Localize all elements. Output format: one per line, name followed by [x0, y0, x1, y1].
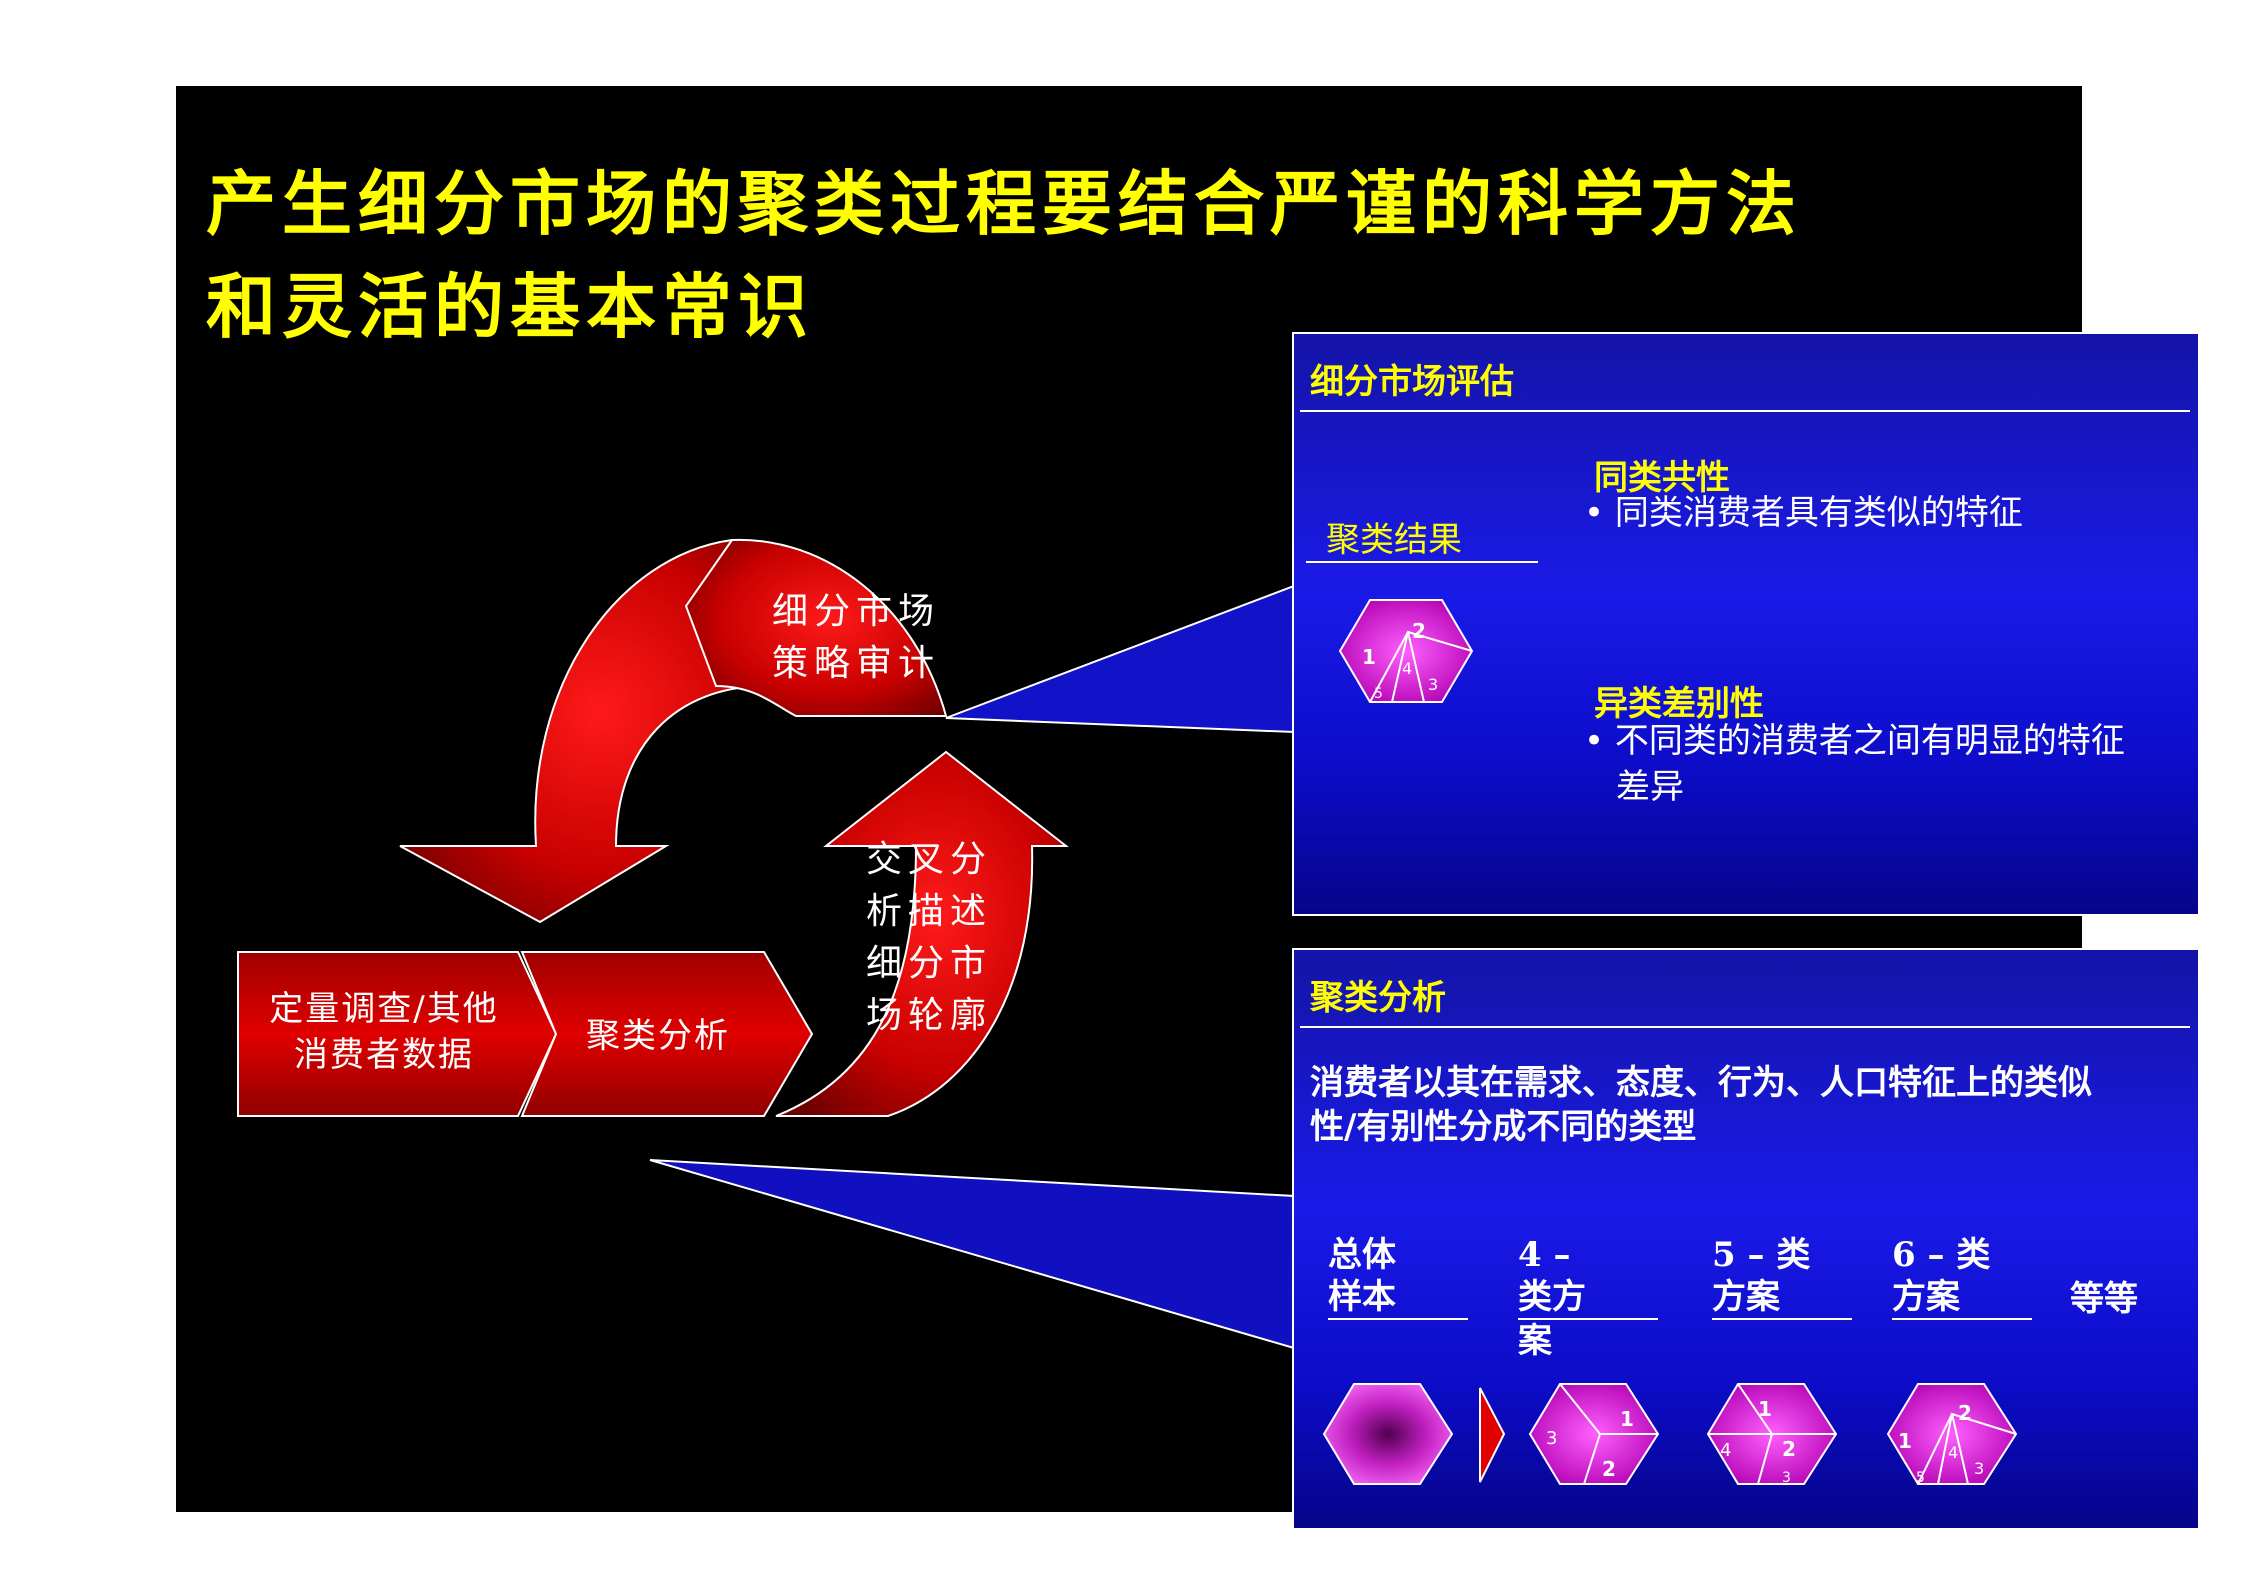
homogeneity-bullet: • 同类消费者具有类似的特征 — [1584, 493, 2023, 533]
red-triangle-icon — [1479, 1387, 1506, 1483]
panel-cluster-heading: 聚类分析 — [1310, 978, 1446, 1018]
svg-text:4: 4 — [1720, 1440, 1731, 1461]
six-class-hexagon-icon: 1 2 3 4 5 — [1886, 1383, 2018, 1486]
cluster-analysis-chevron — [520, 951, 814, 1117]
hex-result-num-5: 5 — [1374, 686, 1383, 702]
panel-cluster-divider — [1300, 1026, 2190, 1028]
cycle-cross-label: 交叉分析描述 细分市场轮廓 — [866, 839, 993, 1036]
panel-cluster-analysis: 聚类分析 消费者以其在需求、态度、行为、人口特征上的类似 性/有别性分成不同的类… — [1292, 948, 2200, 1530]
svg-text:3: 3 — [1546, 1428, 1557, 1449]
arrow-audit — [684, 538, 948, 717]
input-data-box — [237, 951, 558, 1117]
svg-text:1: 1 — [1620, 1407, 1634, 1431]
option-five-class: 5 – 类方案 — [1712, 1234, 1852, 1320]
cycle-diagram — [237, 538, 1069, 1117]
cluster-desc-line-1: 消费者以其在需求、态度、行为、人口特征上的类似 — [1310, 1063, 2092, 1103]
cluster-options-hexagons: 1 2 3 1 2 3 4 1 2 — [1322, 1383, 2018, 1486]
heterogeneity-bullet-2: 差异 — [1616, 767, 1684, 807]
heterogeneity-title: 异类差别性 — [1594, 684, 1764, 724]
title-line-2: 和灵活的基本常识 — [206, 266, 814, 348]
cycle-audit-label: 细分市场策略审计 — [772, 591, 941, 684]
arrow-arc-left — [399, 538, 768, 924]
slide: 产生细分市场的聚类过程要结合严谨的科学方法 和灵活的基本常识 — [176, 86, 2200, 1530]
svg-text:1: 1 — [1898, 1429, 1912, 1453]
svg-text:2: 2 — [1602, 1457, 1616, 1481]
hex-result-num-3: 3 — [1428, 675, 1438, 694]
svg-text:1: 1 — [1758, 1397, 1772, 1421]
title-line-1: 产生细分市场的聚类过程要结合严谨的科学方法 — [206, 163, 1802, 245]
heterogeneity-bullet-1: • 不同类的消费者之间有明显的特征 — [1584, 721, 2125, 761]
homogeneity-title: 同类共性 — [1594, 458, 1730, 498]
cycle-input-label: 定量调查/其他消费者数据 — [269, 989, 499, 1075]
option-four-class: 4 – 类方 案 — [1518, 1234, 1658, 1362]
four-class-hexagon-icon: 1 2 3 — [1528, 1383, 1660, 1485]
option-etc: 等等 — [2070, 1279, 2138, 1319]
callout-pointers — [649, 584, 1295, 1350]
hex-result-num-1: 1 — [1362, 645, 1376, 669]
svg-text:3: 3 — [1974, 1459, 1984, 1478]
cluster-result-label: 聚类结果 — [1306, 512, 1538, 563]
svg-text:2: 2 — [1782, 1437, 1796, 1461]
arrow-right-rising — [775, 750, 1069, 1117]
hex-result-num-4: 4 — [1402, 659, 1412, 678]
svg-text:4: 4 — [1948, 1443, 1958, 1462]
five-class-hexagon-icon: 1 2 3 4 — [1706, 1383, 1838, 1486]
hex-result-num-2: 2 — [1412, 619, 1426, 643]
option-six-class: 6 – 类方案 — [1892, 1234, 2032, 1320]
option-total-sample: 总体样本 — [1328, 1234, 1468, 1320]
panel-eval-heading: 细分市场评估 — [1310, 362, 1514, 402]
svg-text:2: 2 — [1958, 1401, 1972, 1425]
svg-text:5: 5 — [1916, 1470, 1925, 1486]
cluster-desc-line-2: 性/有别性分成不同的类型 — [1310, 1107, 1697, 1147]
panel-segment-evaluation: 细分市场评估 同类共性 • 同类消费者具有类似的特征 聚类结果 异类差别性 • … — [1292, 332, 2200, 916]
svg-text:3: 3 — [1782, 1470, 1791, 1486]
total-sample-hexagon-icon — [1322, 1383, 1454, 1485]
panel-eval-divider — [1300, 410, 2190, 412]
cluster-result-hexagon-icon: 1 2 3 4 5 — [1338, 599, 1474, 703]
cycle-cluster-label: 聚类分析 — [586, 1016, 730, 1056]
